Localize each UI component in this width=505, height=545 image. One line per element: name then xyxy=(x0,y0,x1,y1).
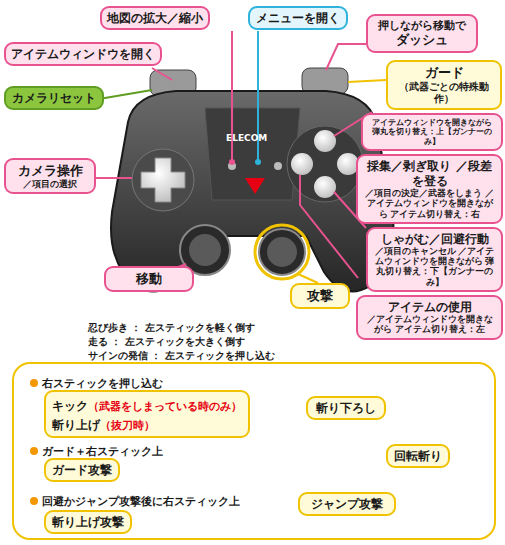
callout-box: ガード（武器ごとの特殊動作） xyxy=(386,60,502,110)
combo-box: キック（武器をしまっている時のみ）斬り上げ（抜刀時） xyxy=(44,390,250,438)
callout-text: メニューを開く xyxy=(256,11,340,25)
callout-text: アイテムウィンドウを開く xyxy=(11,47,155,61)
callout-text: ガード攻撃 xyxy=(52,463,112,477)
callout-text: 移動 xyxy=(111,271,187,287)
combo-box: ガード攻撃 xyxy=(44,458,120,482)
callout-box: 採集／剥ぎ取り ／段差を登る／項目の決定／武器をしまう ／アイテムウィンドウを開… xyxy=(356,154,503,223)
callout-text: ／項目の選択 xyxy=(11,179,89,190)
note-text: サインの発信 ： 左スティックを押し込む xyxy=(88,344,275,363)
callout-text: ダッシュ xyxy=(373,32,471,48)
brand-logo: ELECOM xyxy=(226,126,267,145)
callout-box: しゃがむ／回避行動／項目のキャンセル ／アイテムウィンドウを開きながら 弾丸切り… xyxy=(366,227,503,292)
label-text: 忍び歩き ： 左スティックを軽く倒す xyxy=(88,322,255,333)
label-text: ガード＋右スティック上 xyxy=(42,445,163,457)
bullet-heading: 右スティックを押し込む xyxy=(30,372,163,391)
bullet-dot xyxy=(30,447,38,455)
callout-text: （抜刀時） xyxy=(100,419,155,432)
callout-text: ガード xyxy=(394,65,494,81)
callout-text: ／項目の決定／武器をしまう ／アイテムウィンドウを開きながら アイテム切り替え：… xyxy=(363,188,496,219)
callout-text: ジャンプ攻撃 xyxy=(306,497,388,511)
callout-text: 斬り上げ攻撃 xyxy=(52,515,124,529)
callout-box: 移動 xyxy=(104,266,194,292)
callout-text: ／アイテムウィンドウを開きながら アイテム切り替え：左 xyxy=(363,314,496,334)
note-text: 忍び歩き ： 左スティックを軽く倒す xyxy=(88,316,255,335)
callout-text: 斬り上げ xyxy=(52,418,100,432)
callout-text: キック xyxy=(52,399,88,413)
callout-text: カメラリセット xyxy=(12,91,96,105)
callout-text: アイテムウィンドウを開きながら 弾丸を切り替え：上【ガンナーのみ】 xyxy=(368,118,496,147)
label-text: 回避かジャンプ攻撃後に右スティック上 xyxy=(42,495,240,507)
callout-text: 地図の拡大／縮小 xyxy=(107,11,203,25)
bullet-heading: 回避かジャンプ攻撃後に右スティック上 xyxy=(30,490,240,509)
note-text: 走る ： 左スティックを大きく倒す xyxy=(88,330,245,349)
callout-box: カメラリセット xyxy=(4,86,104,110)
callout-text: しゃがむ／回避行動 xyxy=(373,232,496,246)
callout-box: カメラ操作／項目の選択 xyxy=(4,158,96,194)
label-text: 右スティックを押し込む xyxy=(42,377,163,389)
callout-box: 地図の拡大／縮小 xyxy=(100,6,210,30)
callout-text: アイテムの使用 xyxy=(363,300,496,314)
label-text: サインの発信 ： 左スティックを押し込む xyxy=(88,350,275,361)
callout-text: カメラ操作 xyxy=(11,163,89,179)
label-text: 走る ： 左スティックを大きく倒す xyxy=(88,336,245,347)
combo-box: 斬り上げ攻撃 xyxy=(44,510,132,534)
callout-box: 押しながら移動でダッシュ xyxy=(366,14,478,53)
bullet-heading: ガード＋右スティック上 xyxy=(30,440,163,459)
callout-box: メニューを開く xyxy=(248,6,348,30)
callout-box: アイテムウィンドウを開きながら 弾丸を切り替え：上【ガンナーのみ】 xyxy=(361,113,503,152)
callout-box: アイテムウィンドウを開く xyxy=(4,42,162,66)
text-row: キック（武器をしまっている時のみ） xyxy=(52,395,242,414)
callout-box: アイテムの使用／アイテムウィンドウを開きながら アイテム切り替え：左 xyxy=(356,295,503,340)
bullet-dot xyxy=(30,497,38,505)
label-text: ELECOM xyxy=(226,133,267,143)
callout-text: 押しながら移動で xyxy=(373,19,471,32)
callout-text: 斬り下ろし xyxy=(314,401,378,415)
combo-panel: キック（武器をしまっている時のみ）斬り上げ（抜刀時）ガード攻撃斬り上げ攻撃斬り下… xyxy=(12,362,496,540)
callout-text: 攻撃 xyxy=(298,288,342,304)
combo-box: 斬り下ろし xyxy=(306,396,386,420)
callout-text: （武器をしまっている時のみ） xyxy=(88,400,242,413)
text-row: 斬り上げ（抜刀時） xyxy=(52,414,242,433)
combo-box: ジャンプ攻撃 xyxy=(298,492,396,516)
callout-text: 採集／剥ぎ取り ／段差を登る xyxy=(363,159,496,188)
callout-box: 攻撃 xyxy=(290,283,350,309)
bullet-dot xyxy=(30,379,38,387)
combo-box: 回転斬り xyxy=(386,444,450,468)
callout-text: ／項目のキャンセル ／アイテムウィンドウを開きながら 弾丸切り替え：下【ガンナー… xyxy=(373,246,496,287)
callout-text: 回転斬り xyxy=(394,449,442,463)
callout-text: （武器ごとの特殊動作） xyxy=(394,81,494,105)
